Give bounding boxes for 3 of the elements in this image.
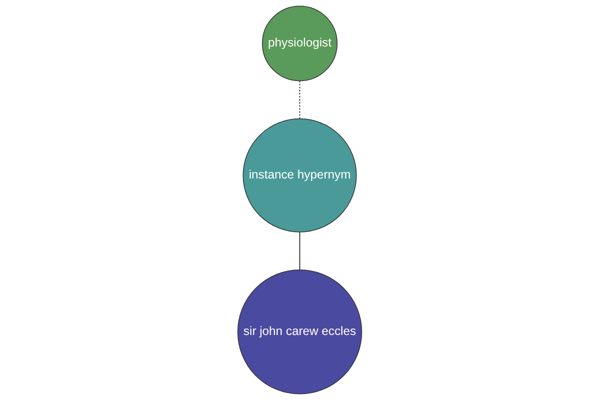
node-circle: instance hypernym [243,118,357,232]
node-circle: physiologist [262,6,338,82]
node-circle: sir john carew eccles [238,270,362,394]
